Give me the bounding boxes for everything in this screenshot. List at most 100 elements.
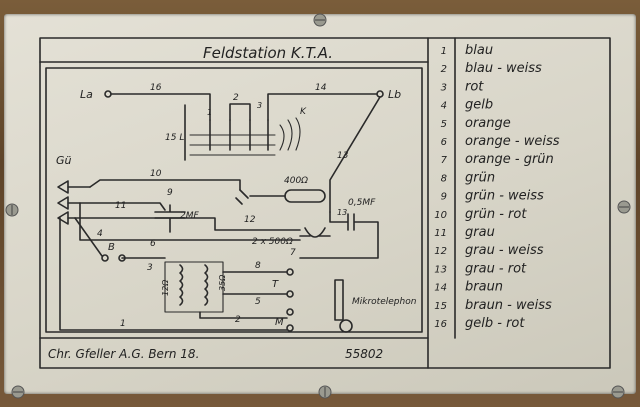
wire-10 [89, 179, 241, 191]
wire-9 [79, 202, 166, 211]
serial-number: 55802 [345, 347, 383, 361]
wire-4 [74, 217, 103, 257]
legend-color: braun [465, 280, 503, 295]
outer-frame [39, 37, 611, 369]
plate-title: Feldstation K.T.A. [203, 44, 333, 62]
resistor-400: 400Ω [249, 176, 326, 203]
wire-label-7: 7 [290, 248, 296, 258]
gu-contacts [57, 180, 91, 225]
legend-number: 16 [434, 319, 447, 330]
legend-number: 8 [441, 173, 447, 184]
svg-text:T: T [272, 279, 279, 290]
wire-1 [59, 217, 288, 331]
wire-label-1: 1 [207, 108, 212, 117]
induction-coil: 12Ω 35Ω 3 [147, 261, 227, 313]
wire-12 [74, 217, 301, 231]
svg-text:M: M [275, 317, 284, 328]
legend-color: grau - rot [465, 261, 527, 276]
legend-color: gelb - rot [465, 316, 525, 331]
legend-number: 4 [441, 101, 447, 112]
hook-switch: 1 3 15 L K [165, 101, 307, 161]
wire-label-6: 6 [150, 239, 156, 249]
screw-icon [11, 385, 25, 399]
screw-icon [318, 385, 332, 399]
legend-row: 14 braun [434, 280, 503, 295]
svg-text:2 x 500Ω: 2 x 500Ω [252, 237, 293, 247]
svg-text:0,5MF: 0,5MF [348, 198, 376, 208]
legend-number: 5 [441, 119, 447, 130]
legend-row: 1 blau [441, 43, 493, 58]
wire-2b [199, 311, 288, 319]
legend-color: grau [465, 225, 495, 240]
legend-row: 4 gelb [441, 98, 494, 113]
wire-14 [267, 93, 378, 121]
capacitor-2mf: 2MF [154, 204, 199, 233]
wire-6 [79, 202, 301, 241]
svg-text:La: La [80, 88, 93, 101]
svg-text:B: B [108, 242, 115, 253]
terminal-gu-label: Gü [56, 154, 72, 167]
legend-color: grau - weiss [465, 243, 544, 258]
legend-row: 6 orange - weiss [441, 134, 560, 149]
svg-text:12Ω: 12Ω [161, 279, 170, 296]
svg-text:35Ω: 35Ω [218, 274, 227, 291]
wire-label-9: 9 [167, 188, 173, 198]
wire-label-3b: 3 [147, 263, 153, 273]
wire-2 [229, 103, 251, 121]
wire-16 [110, 93, 211, 121]
legend-color: gelb [465, 98, 493, 113]
legend-row: 15 braun - weiss [434, 298, 552, 313]
screw-icon [313, 13, 327, 27]
wire-label-16: 16 [150, 83, 162, 93]
label-k: K [300, 107, 307, 117]
legend-color: orange [465, 116, 511, 131]
legend-number: 14 [434, 283, 447, 294]
wire-label-13b: 13 [337, 208, 347, 217]
legend-number: 2 [441, 64, 447, 75]
wire-13 [329, 96, 381, 213]
legend-number: 9 [441, 192, 447, 203]
wire-label-11: 11 [115, 201, 126, 211]
legend-number: 15 [434, 301, 447, 312]
legend-row: 9 grün - weiss [441, 189, 544, 204]
legend-number: 12 [434, 246, 447, 257]
legend-row: 8 grün [441, 170, 495, 185]
svg-text:400Ω: 400Ω [284, 176, 308, 186]
wire-label-12: 12 [244, 215, 256, 225]
legend-color: grün - rot [465, 207, 527, 222]
svg-text:Lb: Lb [388, 88, 401, 101]
legend-color: grün - weiss [465, 189, 544, 204]
label-15l: 15 L [165, 133, 184, 143]
legend-color: orange - weiss [465, 134, 560, 149]
wire-label-2: 2 [233, 93, 239, 103]
wire-label-2b: 2 [235, 315, 241, 325]
terminal-lb: Lb [376, 88, 401, 101]
legend-number: 6 [441, 137, 447, 148]
switch-contact [235, 189, 249, 205]
legend-row: 16 gelb - rot [434, 316, 525, 331]
legend-color: braun - weiss [465, 298, 552, 313]
legend-number: 1 [441, 46, 447, 57]
legend-color: blau [465, 43, 493, 58]
legend-number: 10 [434, 210, 447, 221]
legend-number: 7 [441, 155, 448, 166]
microtelephone-icon: Mikrotelephon [334, 279, 417, 333]
wire-label-1b: 1 [120, 319, 126, 329]
maker-label: Chr. Gfeller A.G. Bern 18. [48, 347, 199, 361]
legend-color: grün [465, 170, 495, 185]
screw-icon [5, 203, 19, 217]
wire-label-13: 13 [337, 151, 349, 161]
wire-label-3: 3 [257, 101, 262, 110]
wire-label-10: 10 [150, 169, 162, 179]
resistor-2x500: 2 x 500Ω [252, 227, 331, 247]
diagram-frame [45, 67, 423, 333]
svg-text:Mikrotelephon: Mikrotelephon [352, 297, 417, 307]
legend-number: 3 [441, 82, 447, 93]
legend-row: 12 grau - weiss [434, 243, 544, 258]
legend-number: 13 [434, 264, 447, 275]
svg-text:2MF: 2MF [180, 211, 199, 221]
